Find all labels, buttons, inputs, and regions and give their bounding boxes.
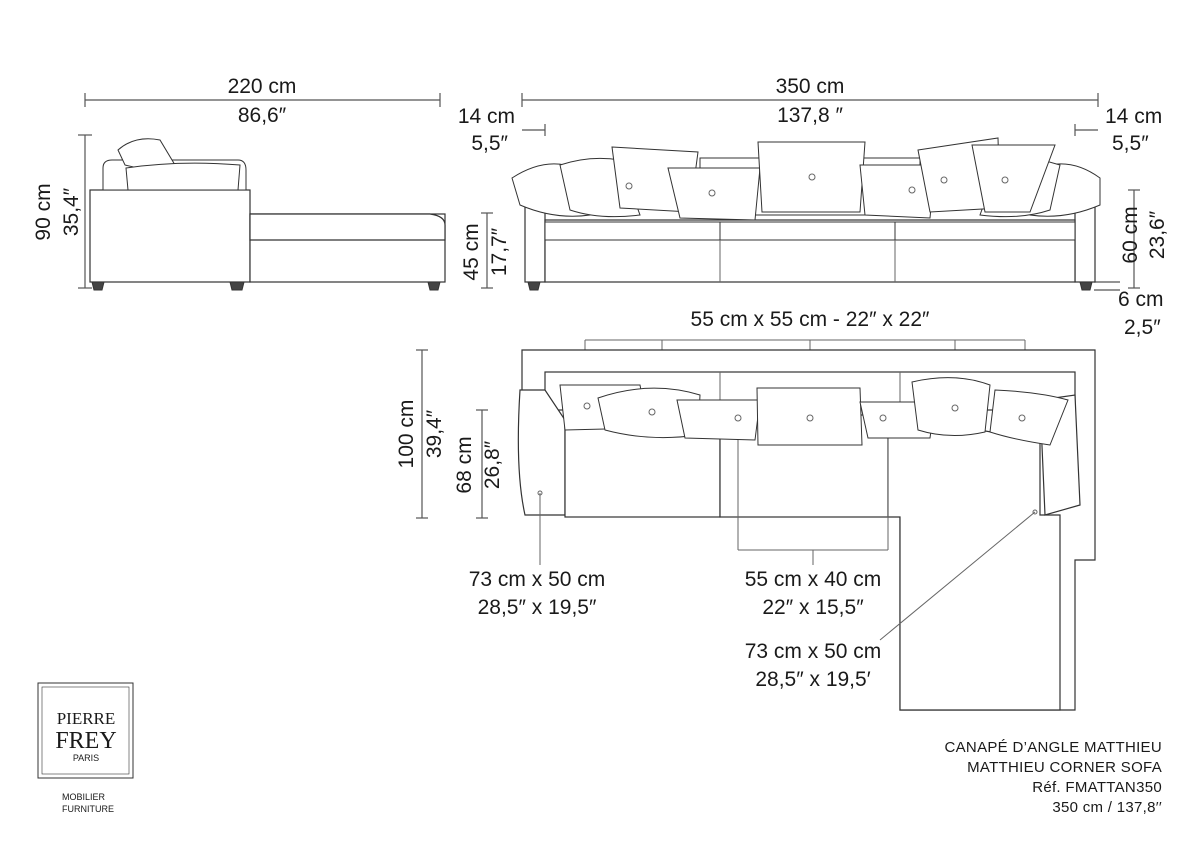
cushion-square-label: 55 cm x 55 cm - 22″ x 22″ [691,308,931,331]
brand-line1: PIERRE [57,709,116,728]
right-cushion-in: 28,5″ x 19,5′ [755,668,870,691]
arm-left-in: 5,5″ [471,132,508,155]
brand-logo: PIERRE FREY PARIS MOBILIER FURNITURE [37,682,134,814]
arm-right-cm: 14 cm [1105,105,1162,128]
foot-height-cm: 6 cm [1118,288,1164,311]
top-view: 55 cm x 55 cm - 22″ x 22″ 100 cm 39,4″ 6… [395,308,1096,711]
left-cushion-cm: 73 cm x 50 cm [469,568,606,591]
back-height-in: 23,6″ [1146,210,1169,259]
mid-cushion-in: 22″ x 15,5″ [762,596,864,619]
front-width-in: 137,8 ″ [777,104,843,127]
depth-in: 39,4″ [423,409,446,458]
front-view: 350 cm 137,8 ″ 14 cm 5,5″ 14 cm 5,5″ 45 … [458,75,1169,339]
arm-right-in: 5,5″ [1112,132,1149,155]
side-width-in: 86,6″ [238,104,287,127]
seat-height-cm: 45 cm [460,223,483,280]
depth-cm: 100 cm [395,400,418,469]
product-reference: Réf. FMATTAN350 [1032,779,1162,796]
mid-cushion-cm: 55 cm x 40 cm [745,568,882,591]
seat-height-in: 17,7″ [488,227,511,276]
product-name-fr: CANAPÉ D’ANGLE MATTHIEU [945,739,1163,756]
side-view: 220 cm 86,6″ 90 cm 35,4″ [32,75,446,291]
title-block: CANAPÉ D’ANGLE MATTHIEU MATTHIEU CORNER … [945,739,1163,816]
arm-left-cm: 14 cm [458,105,515,128]
front-width-cm: 350 cm [776,75,845,98]
foot-height-in: 2,5″ [1124,316,1161,339]
right-cushion-cm: 73 cm x 50 cm [745,640,882,663]
left-cushion-in: 28,5″ x 19,5″ [478,596,597,619]
side-height-cm: 90 cm [32,183,55,240]
brand-city: PARIS [73,753,99,763]
category-fr: MOBILIER [62,792,106,802]
side-width-cm: 220 cm [228,75,297,98]
seat-depth-cm: 68 cm [453,436,476,493]
seat-depth-in: 26,8″ [481,440,504,489]
brand-line2: FREY [55,728,116,754]
back-height-cm: 60 cm [1119,206,1142,263]
category-en: FURNITURE [62,804,114,814]
product-size: 350 cm / 137,8′′ [1052,799,1162,816]
side-height-in: 35,4″ [60,187,83,236]
product-name-en: MATTHIEU CORNER SOFA [967,759,1162,776]
